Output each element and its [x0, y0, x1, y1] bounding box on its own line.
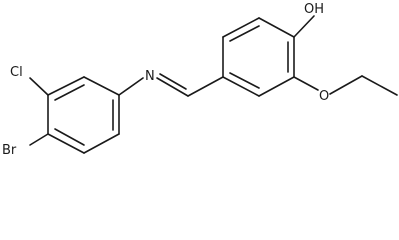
bond — [293, 15, 315, 38]
bond — [29, 133, 49, 146]
bond — [361, 75, 398, 96]
oxygen-label: O — [319, 89, 329, 104]
bond — [258, 17, 295, 38]
bond — [159, 73, 187, 90]
atom-labels: OH O N Cl Br — [2, 2, 329, 157]
bond — [29, 77, 49, 96]
molecule-diagram: OH O N Cl Br — [2, 2, 398, 157]
bond — [229, 25, 260, 42]
nitrogen-label: N — [145, 69, 155, 84]
bond — [54, 128, 85, 146]
bond — [83, 76, 120, 96]
bond — [293, 76, 319, 91]
bromine-label: Br — [2, 143, 17, 157]
bond — [47, 133, 85, 154]
bond — [222, 76, 260, 97]
bond — [83, 133, 120, 154]
bond-lines — [29, 15, 398, 154]
bond — [47, 76, 85, 96]
bond — [54, 84, 85, 101]
bond — [156, 77, 189, 97]
bond — [229, 72, 260, 89]
hydroxyl-label: OH — [304, 2, 324, 17]
bond — [258, 76, 295, 97]
bond — [118, 77, 144, 96]
structure-canvas: OH O N Cl Br — [2, 2, 398, 157]
bond — [329, 75, 363, 95]
bond — [187, 76, 224, 97]
chlorine-label: Cl — [10, 65, 23, 80]
bond — [222, 17, 260, 38]
